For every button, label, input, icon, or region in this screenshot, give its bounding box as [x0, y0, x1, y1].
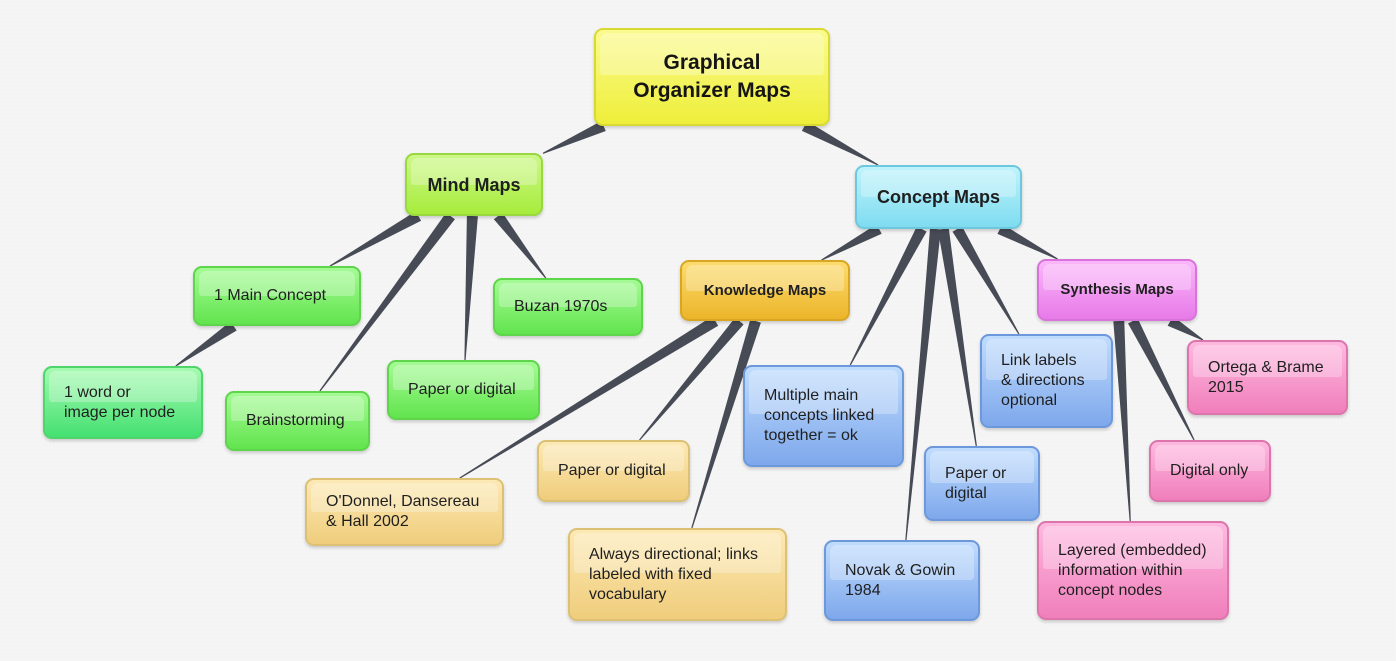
link-concept-to-novak [905, 228, 941, 541]
node-knowledge-maps[interactable]: Knowledge Maps [680, 260, 850, 321]
link-mind-to-paper1 [464, 215, 478, 360]
link-know-to-odon [459, 316, 719, 479]
node-label: Novak & Gowin 1984 [845, 561, 956, 599]
link-mind-to-brain [319, 212, 455, 392]
node-label: Layered (embedded) information within co… [1058, 541, 1207, 599]
node-label: Concept Maps [876, 187, 1000, 207]
link-mind-to-buzan [493, 212, 547, 279]
root-node-label: Graphical Organizer Maps [633, 51, 791, 102]
node-label: Knowledge Maps [703, 281, 827, 299]
link-concept-to-know [821, 224, 882, 261]
node-ortega-brame-2015[interactable]: Ortega & Brame 2015 [1187, 340, 1348, 415]
node-label: Paper or digital [558, 462, 666, 479]
node-mind-paper-or-digital[interactable]: Paper or digital [387, 360, 540, 420]
node-label: Buzan 1970s [514, 298, 608, 315]
node-digital-only[interactable]: Digital only [1149, 440, 1271, 502]
link-know-to-paper2 [639, 317, 744, 441]
link-synth-to-digital [1128, 318, 1195, 441]
node-label: Ortega & Brame 2015 [1208, 358, 1324, 396]
node-multiple-main-concepts[interactable]: Multiple main concepts linked together =… [743, 365, 904, 467]
link-mind-to-main [329, 211, 422, 267]
node-1-word-or-image[interactable]: 1 word or image per node [43, 366, 203, 439]
root-node-graphical-organizer-maps[interactable]: Graphical Organizer Maps [594, 28, 830, 126]
link-concept-to-paper3 [937, 228, 977, 447]
node-label: 1 word or image per node [64, 383, 176, 421]
node-label: Synthesis Maps [1060, 281, 1174, 298]
node-odonnel-2002[interactable]: O'Donnel, Dansereau & Hall 2002 [305, 478, 504, 546]
link-concept-to-link [952, 226, 1020, 335]
link-root-to-mind [542, 121, 606, 154]
link-concept-to-multi [849, 226, 927, 366]
link-root-to-concept [801, 121, 879, 166]
node-label: 1 Main Concept [214, 287, 327, 304]
node-label: Paper or digital [945, 464, 1007, 502]
node-label: Link labels & directions optional [1001, 352, 1085, 409]
node-knowledge-paper-or-digital[interactable]: Paper or digital [537, 440, 690, 502]
node-concept-maps[interactable]: Concept Maps [855, 165, 1022, 229]
node-label: Brainstorming [246, 412, 345, 429]
node-label: Multiple main concepts linked together =… [764, 387, 875, 444]
node-label: Digital only [1170, 462, 1249, 479]
node-concept-paper-or-digital[interactable]: Paper or digital [924, 446, 1040, 521]
link-synth-to-layer [1113, 320, 1131, 521]
node-always-directional[interactable]: Always directional; links labeled with f… [568, 528, 787, 621]
node-brainstorming[interactable]: Brainstorming [225, 391, 370, 451]
link-synth-to-ortega [1167, 316, 1204, 341]
node-label: Paper or digital [408, 381, 516, 398]
node-link-labels-optional[interactable]: Link labels & directions optional [980, 334, 1113, 428]
node-synthesis-maps[interactable]: Synthesis Maps [1037, 259, 1197, 321]
link-concept-to-synth [997, 224, 1058, 260]
node-buzan-1970s[interactable]: Buzan 1970s [493, 278, 643, 336]
node-layered-information[interactable]: Layered (embedded) information within co… [1037, 521, 1229, 620]
node-label: Always directional; links labeled with f… [589, 545, 758, 603]
link-main-to-word [175, 321, 237, 367]
node-label: O'Donnel, Dansereau & Hall 2002 [326, 493, 480, 530]
node-mind-maps[interactable]: Mind Maps [405, 153, 543, 216]
node-1-main-concept[interactable]: 1 Main Concept [193, 266, 361, 326]
node-novak-gowin-1984[interactable]: Novak & Gowin 1984 [824, 540, 980, 621]
node-label: Mind Maps [427, 174, 521, 195]
